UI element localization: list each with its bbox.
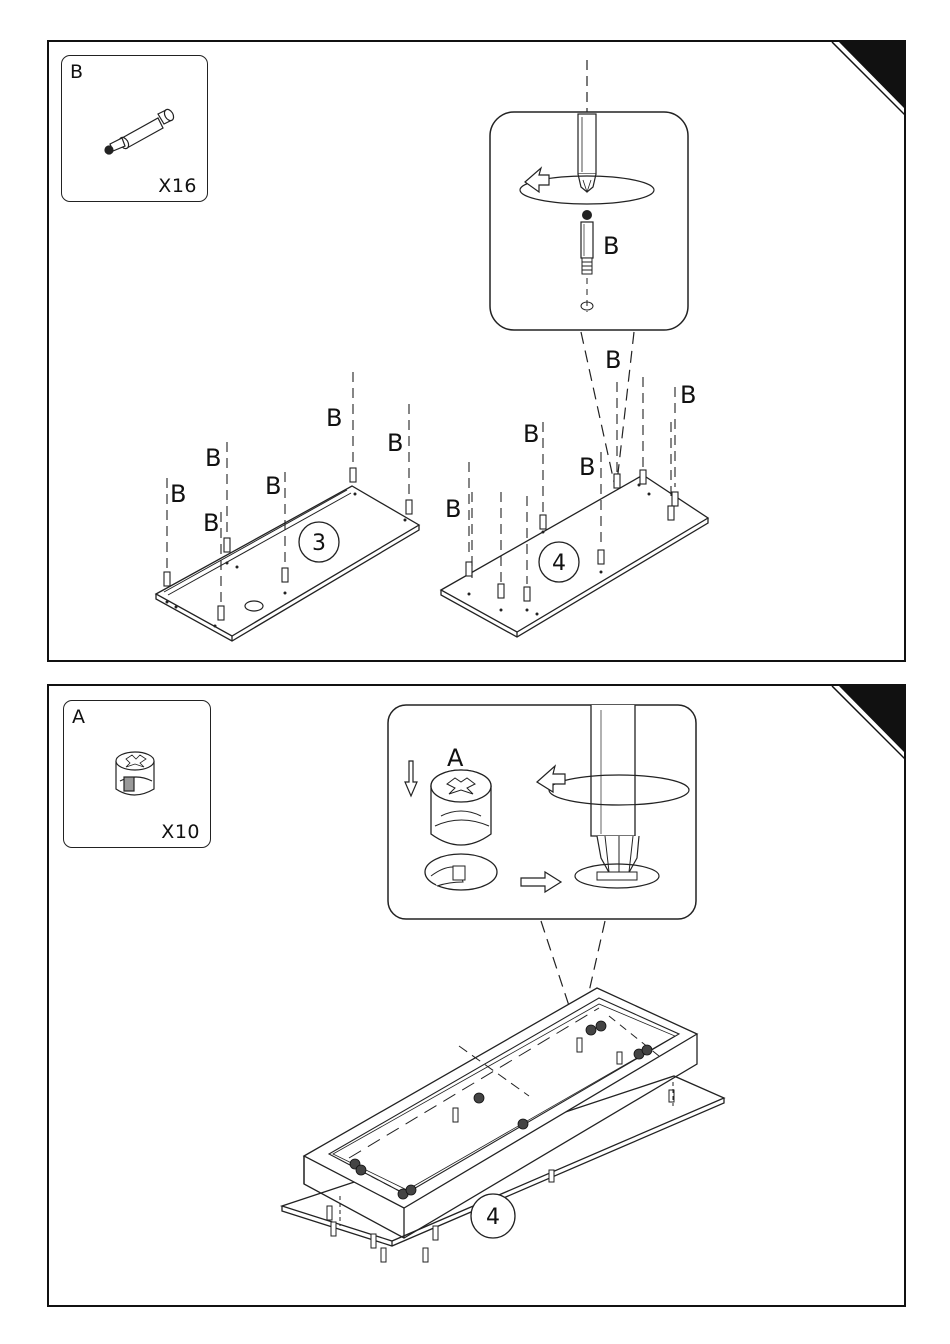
callout-b-7: B (445, 495, 461, 523)
part-box-a: A X10 (63, 700, 211, 848)
part-quantity: X10 (161, 821, 200, 843)
part-quantity: X16 (158, 175, 197, 197)
board-3: 3 (156, 372, 419, 641)
detail-magnifier: B (490, 60, 688, 330)
callout-b-3: B (205, 444, 221, 472)
callout-b-11: B (680, 381, 696, 409)
callout-b-5: B (326, 404, 342, 432)
board-4: 4 (441, 377, 708, 637)
callout-b-1: B (170, 480, 186, 508)
callout-b-8: B (523, 420, 539, 448)
detail-part-label: A (447, 744, 464, 772)
callout-b-2: B (203, 509, 219, 537)
callout-b-9: B (579, 453, 595, 481)
corner-marker (839, 686, 906, 756)
part-letter: B (70, 61, 83, 83)
callout-b-6: B (387, 429, 403, 457)
detail-magnifier: A (388, 705, 696, 919)
part-box-b: B X16 (61, 55, 208, 202)
corner-marker (839, 42, 906, 112)
board-number-4: 4 (486, 1205, 500, 1230)
assembly-step-1: B (47, 40, 906, 662)
callout-b-10: B (605, 346, 621, 374)
assembly-step-2: A (47, 684, 906, 1307)
board-number-4: 4 (552, 551, 566, 576)
board-number-3: 3 (312, 531, 326, 556)
part-letter: A (72, 706, 85, 728)
detail-part-label: B (603, 232, 619, 260)
callout-b-4: B (265, 472, 281, 500)
